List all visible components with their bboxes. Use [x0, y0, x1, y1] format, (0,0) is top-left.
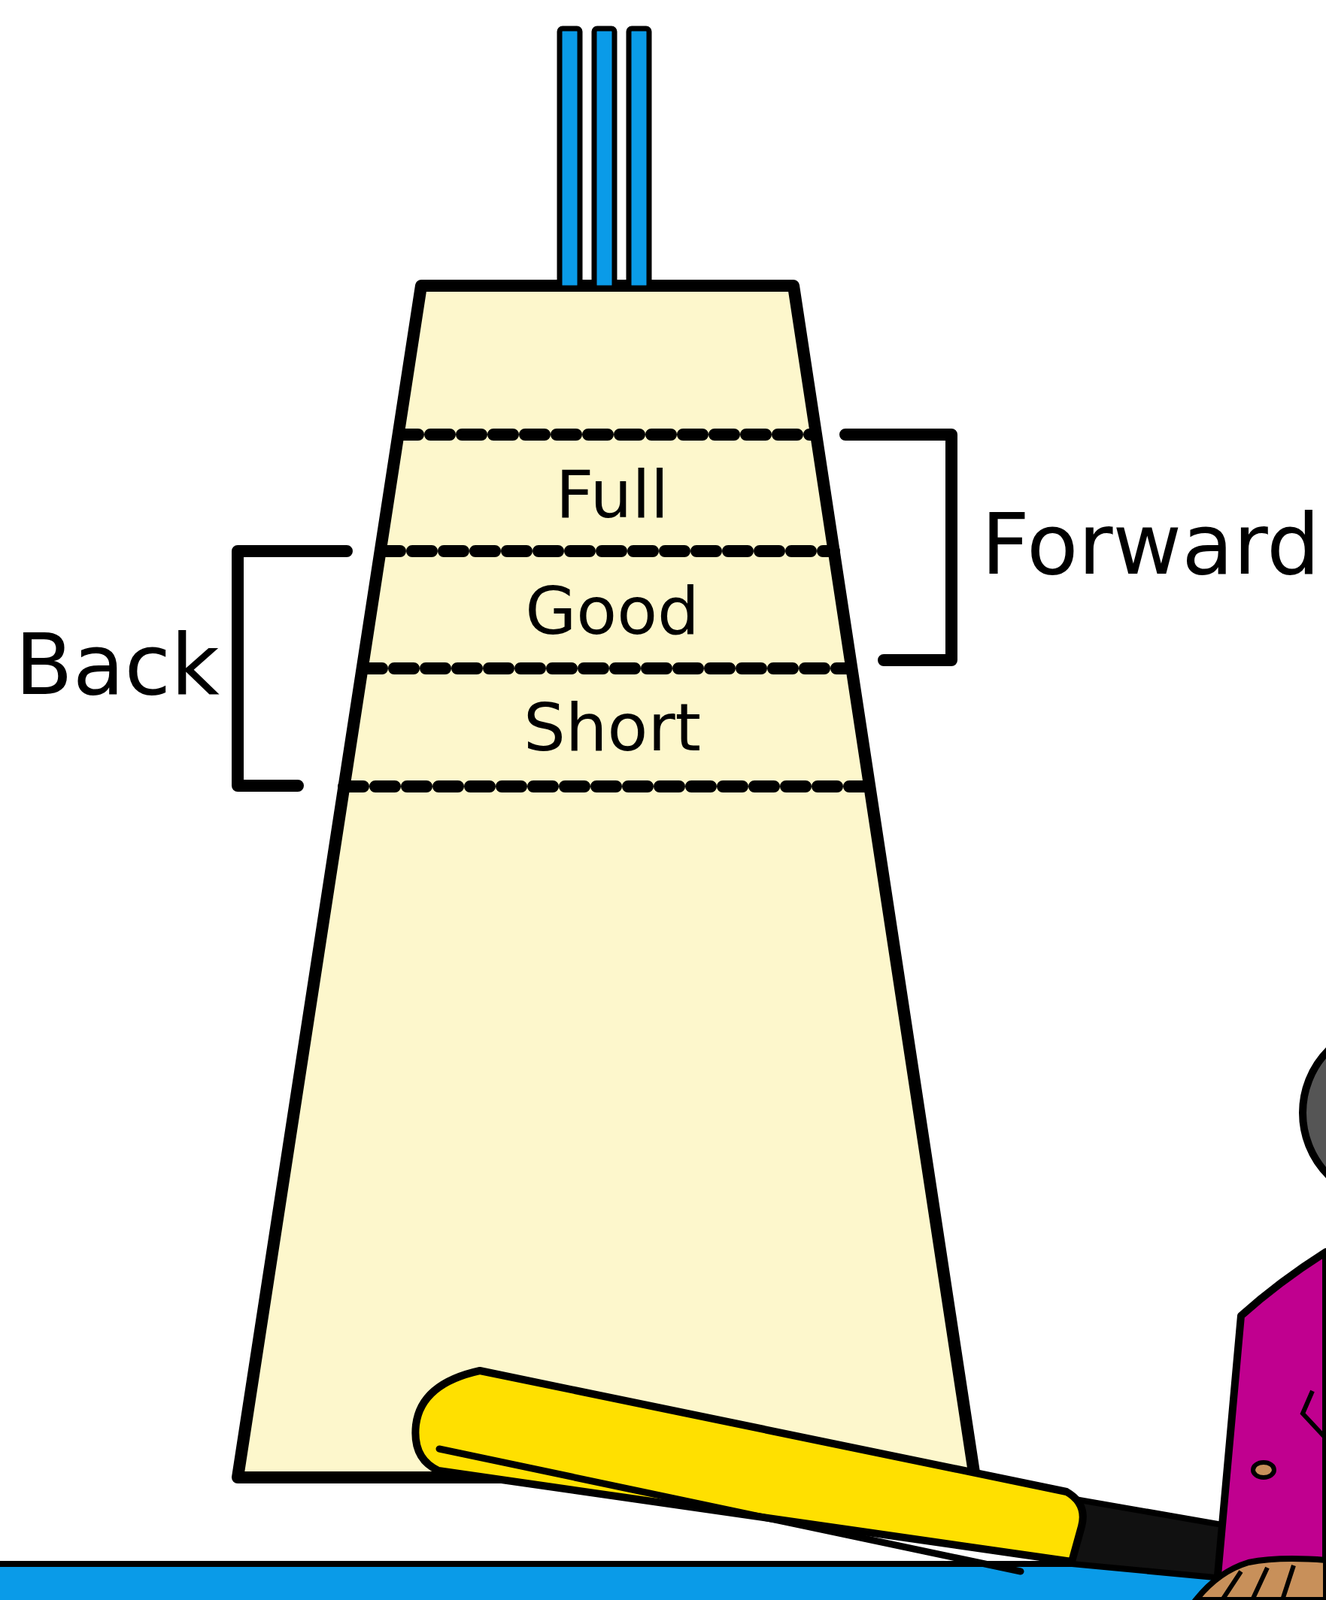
stump	[594, 28, 615, 289]
length-band: Good	[403, 560, 822, 662]
stump	[559, 28, 580, 289]
finger-line	[1222, 1565, 1294, 1600]
bracket-label: Back	[15, 622, 220, 707]
bat-line	[439, 1449, 1021, 1572]
dashed-line	[380, 545, 835, 558]
band-label: Good	[524, 578, 700, 645]
hand	[1195, 1559, 1326, 1600]
stump	[628, 28, 650, 289]
length-band: Short	[385, 676, 840, 779]
shirt-line	[1302, 1391, 1324, 1437]
band-label: Short	[523, 694, 701, 762]
bracket	[237, 551, 347, 786]
helmet	[1302, 1024, 1326, 1202]
dashed-line	[398, 428, 816, 441]
band-label: Full	[555, 461, 669, 528]
bracket	[845, 434, 952, 661]
dashed-line	[343, 780, 870, 793]
pitch	[237, 285, 975, 1478]
button	[1253, 1462, 1275, 1478]
dashed-line	[362, 662, 852, 675]
shirt	[1214, 1252, 1326, 1600]
bracket-label: Forward	[981, 502, 1320, 587]
length-band: Full	[421, 443, 804, 546]
